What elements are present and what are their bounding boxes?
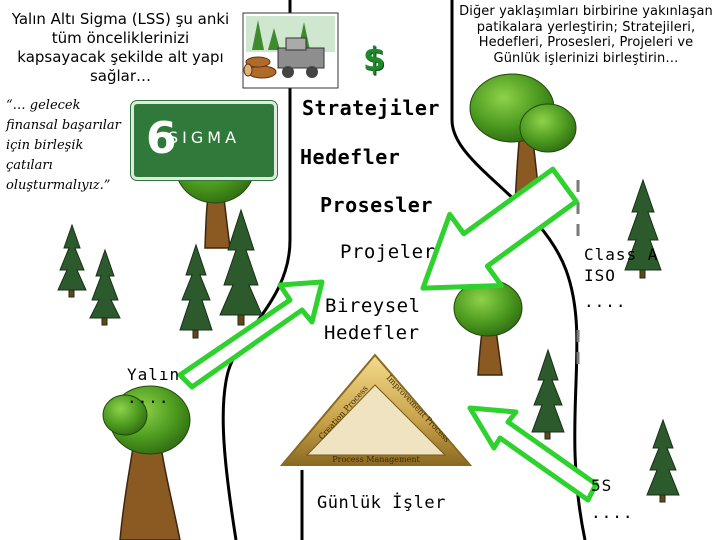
label-class-a-dots: .... [584, 292, 627, 311]
label-goals: Hedefler [300, 145, 401, 169]
pine-tree-6 [89, 248, 121, 326]
pine-tree-7 [57, 223, 87, 298]
label-lean-dots: .... [127, 388, 170, 407]
six-sigma-number: 6 [146, 113, 177, 164]
path-right-edge [450, 0, 587, 540]
six-sigma-word: SIGMA [168, 128, 241, 147]
intro-text: Yalın Altı Sigma (LSS) şu anki tüm öncel… [11, 10, 230, 85]
label-5s: 5S [591, 476, 613, 495]
label-strategies: Stratejiler [302, 96, 440, 120]
arrow-bottom-right [467, 405, 599, 503]
label-personal-goals-2: Hedefler [324, 322, 420, 344]
tree-center [453, 279, 523, 376]
label-daily-work: Günlük İşler [317, 493, 446, 513]
path-left-edge [221, 0, 292, 540]
label-class-a: Class A [584, 245, 659, 264]
pine-tree-3 [624, 178, 662, 279]
pine-tree-2 [179, 243, 213, 339]
pine-tree-1 [219, 208, 263, 326]
triangle-bottom-label: Process Management [332, 455, 420, 464]
arrow-goals-left [177, 279, 325, 390]
dollar-sign: $ [363, 40, 386, 78]
label-iso: ISO [584, 266, 616, 285]
six-sigma-sign [131, 101, 277, 180]
approach-note: Diğer yaklaşımları birbirine yakınlaşan … [459, 4, 713, 66]
arrow-strategies [420, 166, 579, 291]
label-processes: Prosesler [320, 193, 433, 217]
process-triangle: Creation Process Improvement Process Pro… [279, 353, 473, 466]
label-personal-goals-1: Bireysel [325, 295, 421, 317]
label-lean: Yalın [127, 365, 181, 384]
label-projects: Projeler [340, 241, 436, 263]
tree-bottom-left [102, 385, 191, 540]
quote-text: “… gelecek finansal başarılar için birle… [6, 98, 121, 193]
pine-tree-5 [646, 418, 680, 503]
deforestation-clipart [242, 12, 339, 89]
pine-tree-4 [531, 348, 565, 440]
label-5s-dots: .... [591, 503, 634, 522]
tree-right-top [469, 73, 577, 206]
